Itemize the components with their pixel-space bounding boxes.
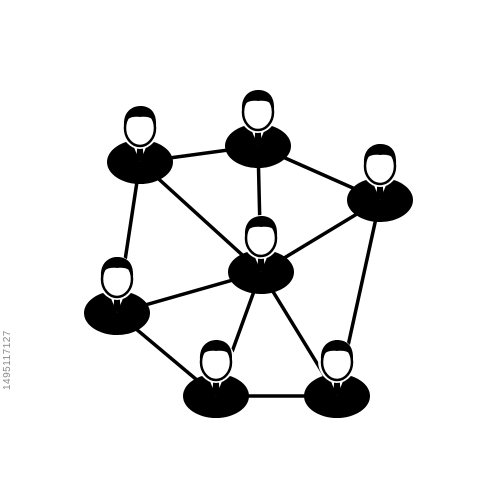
person-icon (225, 89, 291, 168)
connection-line (138, 160, 263, 274)
person-icon (183, 339, 249, 418)
person-icon (84, 256, 150, 335)
person-icon (347, 143, 413, 222)
person-icon (304, 339, 370, 418)
person-icon (107, 105, 173, 184)
stock-image-id: 1495117127 (2, 330, 13, 390)
network-people (84, 89, 413, 418)
person-icon (228, 215, 294, 294)
